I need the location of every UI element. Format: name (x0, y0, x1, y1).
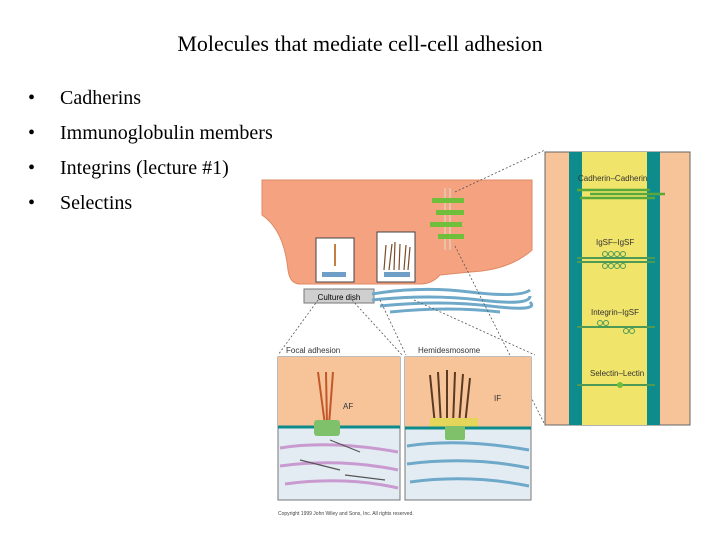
integrin-label: Integrin–Ig­SF (591, 308, 639, 317)
bullet-item: • Selectins (28, 189, 273, 224)
bullet-text: Cadherins (60, 87, 142, 109)
bullet-item: • Cadherins (28, 84, 273, 119)
culture-dish: Culture dish (303, 288, 375, 304)
culture-dish-label: Culture dish (318, 293, 361, 302)
igsf-pair: Ig­SF–Ig­SF (577, 238, 655, 269)
hemidesmosome-panel: Hemidesmosome IF (404, 346, 532, 501)
bullet-marker: • (28, 122, 36, 144)
bullet-text: Immunoglobulin members (60, 122, 273, 144)
cadherin-pair: Cadherin–Cadherin (577, 174, 665, 200)
selectin-label: Selectin–Lectin (590, 369, 644, 378)
matrix-fibers (371, 287, 534, 314)
selectin-pair: Selectin–Lectin (577, 369, 655, 388)
cell-contact-region (430, 188, 464, 250)
hemidesmosome-site (376, 231, 416, 283)
bullet-marker: • (28, 192, 36, 214)
focal-adhesion-label: Focal adhesion (286, 346, 340, 355)
copyright-text: Copyright 1999 John Wiley and Sons, Inc.… (278, 511, 414, 517)
focal-adhesion-panel: Focal adhesion AF (277, 346, 401, 501)
if-label: IF (494, 394, 501, 403)
slide-title: Molecules that mediate cell-cell adhesio… (177, 31, 543, 56)
bullet-item: • Immunoglobulin members (28, 119, 273, 154)
bullet-marker: • (28, 87, 36, 109)
focal-adhesion-site (315, 237, 355, 283)
integrin-pair: Integrin–Ig­SF (577, 308, 655, 334)
bullet-text: Integrins (lecture #1) (60, 157, 229, 179)
bullet-marker: • (28, 157, 36, 179)
bullet-item: • Integrins (lecture #1) (28, 154, 273, 189)
igsf-label: Ig­SF–Ig­SF (596, 238, 634, 247)
af-label: AF (343, 402, 353, 411)
cadherin-label: Cadherin–Cadherin (578, 174, 647, 183)
adhesion-pairs-panel: Cadherin–Cadherin Ig­SF–Ig­SF Integrin–I… (544, 151, 691, 426)
bullet-text: Selectins (60, 192, 133, 214)
hemidesmosome-label: Hemidesmosome (418, 346, 481, 355)
bullet-list: • Cadherins • Immunoglobulin members • Inte… (28, 84, 273, 224)
connector-lines (277, 149, 546, 426)
